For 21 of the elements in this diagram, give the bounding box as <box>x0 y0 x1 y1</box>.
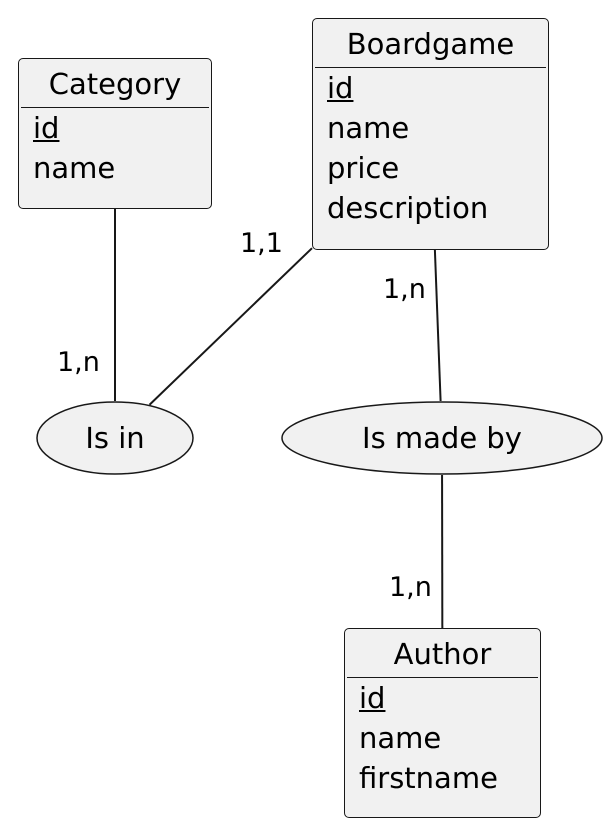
relationship-name: Is in <box>84 421 146 455</box>
attribute: name <box>326 110 410 147</box>
attribute: firstname <box>358 760 498 797</box>
attribute: name <box>32 150 116 187</box>
entity-box <box>18 58 212 209</box>
attribute: description <box>326 190 488 227</box>
entity-box <box>312 18 549 250</box>
primary-key-attribute: id <box>32 110 60 147</box>
entity-box <box>344 628 541 818</box>
entity-name: Author <box>347 629 538 678</box>
attribute: price <box>326 150 400 187</box>
relationship-name: Is made by <box>361 421 523 455</box>
entity-name: Category <box>21 59 209 108</box>
relationship-line <box>441 475 444 628</box>
attribute: name <box>358 720 442 757</box>
relationship-line <box>114 209 116 401</box>
primary-key-attribute: id <box>326 70 354 107</box>
primary-key-attribute: id <box>358 680 386 717</box>
relationship-line <box>434 250 442 402</box>
relationship-line <box>148 247 313 406</box>
entity-name: Boardgame <box>315 19 546 68</box>
